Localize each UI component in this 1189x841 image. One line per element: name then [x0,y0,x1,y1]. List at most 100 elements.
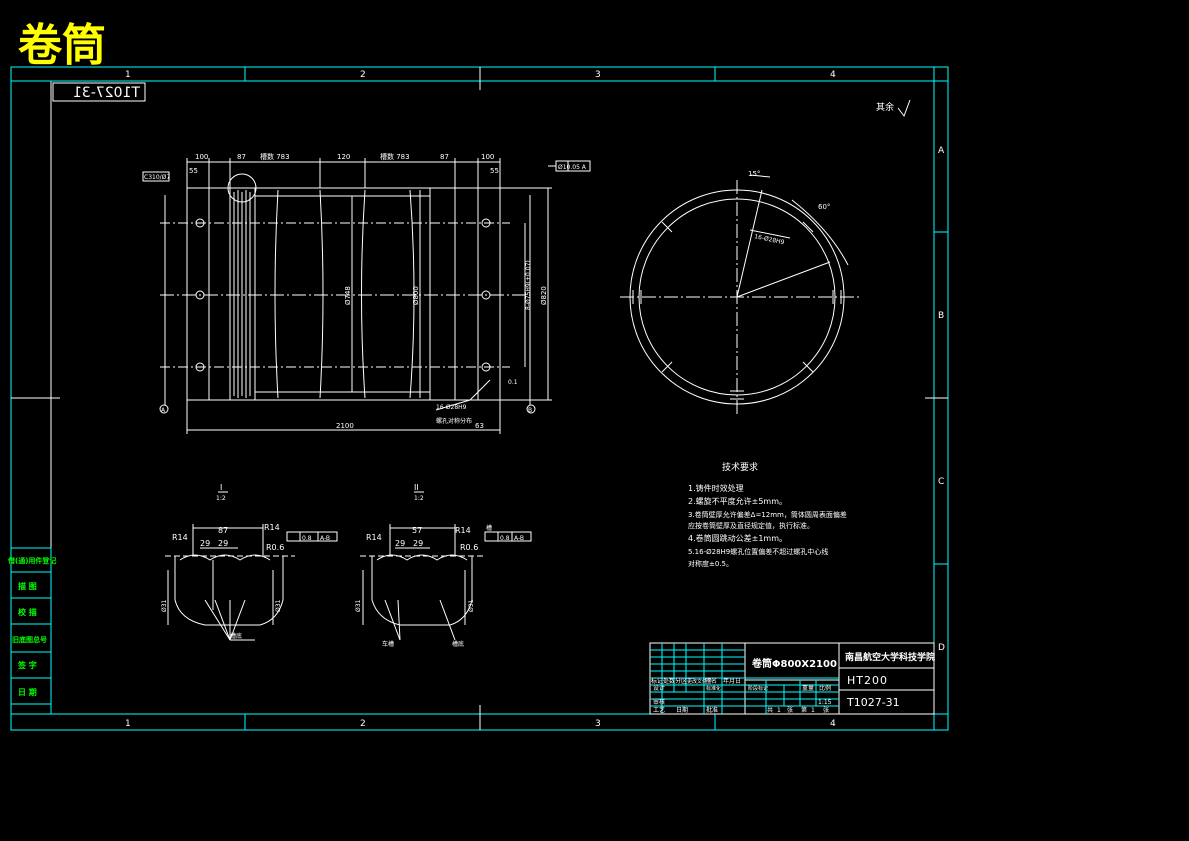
zone-row-d: D [938,643,945,653]
detail-2-height-left: Ø31 [355,599,362,612]
angle-15: 15° [748,170,760,178]
dia-748: Ø748 [344,286,352,305]
detail-1-width: 87 [218,526,228,535]
zone-row-a: A [938,146,945,156]
dim-63: 63 [475,422,484,430]
dim-top-6: 87 [440,153,449,161]
tb-rev-h4: 更改文件号 [687,678,712,685]
zone-col-3-bottom: 3 [595,719,601,729]
zone-col-1-bottom: 1 [125,719,131,729]
detail-2-r14-left: R14 [366,533,382,542]
tech-req-item-5: 4.卷筒圆跳动公差±1mm。 [688,533,787,543]
overall-length: 2100 [336,422,354,430]
side-register [10,547,52,715]
front-view [142,158,591,434]
tech-req-item-7: 对称度±0.5。 [688,559,733,568]
mirrored-drawing-number-text: T1027-31 [73,85,141,101]
tb-part-name: 卷筒Φ800X2100 [751,657,837,670]
tb-rev-h6: 年月日 [723,677,741,685]
dim-55-left: 55 [189,167,198,175]
tb-rev-h3: 分区 [675,677,687,685]
detail-2-note-top: 槽 [486,524,492,532]
tb-date: 日期 [676,706,688,714]
title-block [649,642,935,715]
tb-school: 南昌航空大学科技学院 [845,651,935,663]
side-view [620,174,860,415]
zone-labels: 1 2 3 4 1 2 3 4 A B C D [125,70,945,729]
tb-process: 工艺 [653,706,665,714]
side-register-labels: 借(通)用件登记 描 图 校 描 旧底图总号 签 字 日 期 [7,556,56,697]
mirrored-drawing-number: T1027-31 [52,82,146,102]
side-label-6: 日 期 [18,687,37,697]
title-block-labels: 卷筒Φ800X2100 南昌航空大学科技学院 HT200 T1027-31 标记… [651,651,935,714]
zone-col-2-bottom: 2 [360,719,366,729]
tb-scale: 1:15 [818,699,832,706]
datum-a: A [161,407,166,414]
tb-sheet-4: 第 [801,706,807,714]
dim-top-2: 87 [237,153,246,161]
tech-requirements: 技术要求 1.铸件时效处理 2.螺旋不平度允许±5mm。 3.卷筒壁厚允许偏差Δ… [688,461,847,568]
dia-800: Ø800 [412,286,420,305]
tb-rev-h5: 签名 [705,677,717,685]
dim-top-3: 槽数 783 [260,152,290,161]
tb-sheet-3: 张 [787,706,793,714]
tb-design: 设计 [653,684,665,692]
tb-stage-2: 重量 [802,684,814,692]
hole-note-bottom: 16-Ø28H9 [436,404,467,411]
tb-drawing-no: T1027-31 [846,696,900,709]
tb-stage-1: 阶段标记 [748,685,768,692]
zone-col-3-top: 3 [595,70,601,80]
side-label-3: 校 描 [18,607,37,617]
front-view-labels: 100 87 槽数 783 120 槽数 783 87 100 55 55 C3… [144,152,587,430]
detail-1-tol: 0.8 [302,535,312,542]
tb-approve: 批准 [706,706,718,714]
roughness-note-text: 其余 [876,101,894,113]
side-label-1: 借(通)用件登记 [7,556,56,565]
tech-req-item-1: 1.铸件时效处理 [688,483,744,493]
tb-rev-h2: 处数 [663,677,675,685]
dia-820: Ø820 [540,286,548,305]
side-label-4: 旧底图总号 [12,635,47,644]
detail-2-dim-a: 29 [395,539,405,548]
detail-2-width: 57 [412,526,422,535]
tb-rev-h1: 标记 [651,677,663,685]
detail-2-r14-right: R14 [455,526,471,535]
detail-1-r14-left: R14 [172,533,188,542]
angle-60: 60° [818,203,830,211]
tech-req-item-4: 应按卷筒壁厚及直径规定值，执行标准。 [688,521,814,530]
zone-col-2-top: 2 [360,70,366,80]
detail-1-dim-b: 29 [218,539,228,548]
detail-1-title: I [220,483,222,492]
tb-sheet-5: 1 [811,707,815,714]
detail-1-height-left: Ø31 [161,599,168,612]
detail-2-scale: 1:2 [414,495,424,502]
detail-2-labels: II 1:2 R14 R14 57 29 29 R0.6 槽 0.8 A-B Ø… [355,483,524,648]
detail-1-r14-right: R14 [264,523,280,532]
zone-row-b: B [938,311,944,321]
detail-2-title: II [414,483,419,492]
tb-sheet-2: 1 [777,707,781,714]
sheet-frame [10,66,949,731]
detail-2-tol: 0.8 [500,535,510,542]
detail-2-leader-right: 槽底 [452,640,464,648]
tb-sheet-6: 张 [823,706,829,714]
tb-sheet-1: 共 [767,706,773,714]
detail-1-scale: 1:2 [216,495,226,502]
dim-top-5: 槽数 783 [380,152,410,161]
tech-req-item-3: 3.卷筒壁厚允许偏差Δ=12mm，筒体圆周表面偏差 [688,510,847,519]
zone-col-4-bottom: 4 [830,719,836,729]
detail-2-tol-ref: A-B [514,535,524,542]
zone-col-4-top: 4 [830,70,836,80]
holes-note: 8-Ø75H9(+0.07) [525,260,532,310]
tb-stage-3: 比例 [819,684,831,692]
dim-55-right: 55 [490,167,499,175]
tb-standard: 标准化 [706,685,721,692]
detail-2 [360,491,532,641]
tb-review: 审核 [653,698,665,706]
detail-2-leader-left: 车槽 [382,640,394,648]
detail-1-labels: I 1:2 R14 R14 87 29 29 R0.6 0.8 A-B Ø31 … [161,483,330,640]
dim-top-1: 100 [195,153,208,161]
datum-box-left: C310/Ø7 [144,174,170,181]
tech-req-item-2: 2.螺旋不平度允许±5mm。 [688,496,787,506]
dim-top-4: 120 [337,153,350,161]
